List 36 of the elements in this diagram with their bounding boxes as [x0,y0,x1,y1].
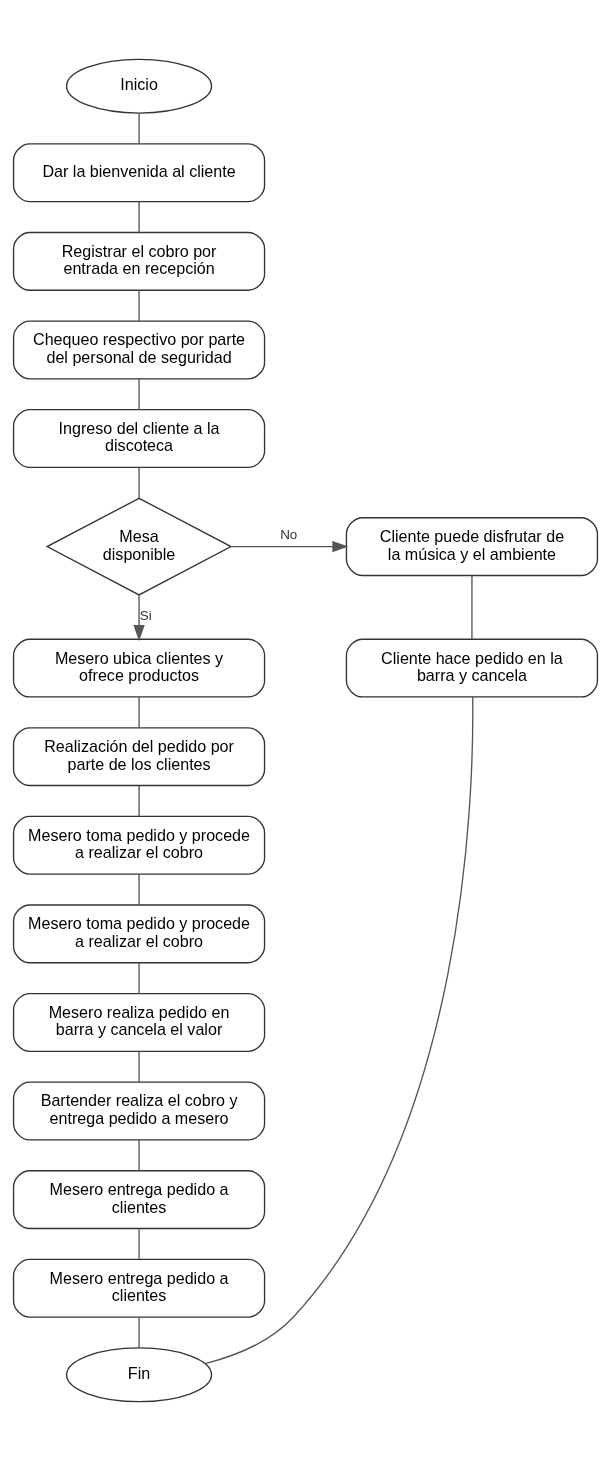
node-box: Bartender realiza el cobro y entrega pedido a mesero [12,1081,266,1141]
node-box: Ingreso del cliente a la discoteca [12,408,266,468]
edge-label: Si [139,607,152,623]
node-diamond: Mesa disponible [45,497,233,596]
edge-label: No [280,526,298,542]
node-ellipse: Inicio [65,58,213,114]
connector [138,466,140,499]
connector [138,289,140,322]
connector [138,961,140,994]
node-box: Mesero toma pedido y procede a realizar el cobro [12,903,266,963]
connector [138,112,140,144]
node-box: Cliente hace pedido en la barra y cancela [345,638,599,698]
node-box: Mesero ubica clientes y ofrece productos [12,638,266,698]
node-box: Mesero realiza pedido en barra y cancela el valor [12,992,266,1052]
arrow [230,540,349,552]
node-box: Mesero toma pedido y procede a realizar el cobro [12,815,266,875]
connector [138,1227,140,1260]
node-box: Cliente puede disfrutar de la música y el ambiente [345,516,599,576]
connector [138,1138,140,1171]
node-ellipse: Fin [65,1346,213,1402]
node-box: Dar la bienvenida al cliente [12,142,266,202]
node-box: Mesero entrega pedido a clientes [12,1169,266,1229]
connector [138,873,140,906]
connector [138,377,140,410]
node-box: Mesero entrega pedido a clientes [12,1258,266,1318]
node-box: Registrar el cobro por entrada en recepción [12,231,266,291]
connector [138,200,140,233]
node-box: Realización del pedido por parte de los clientes [12,726,266,786]
node-box: Chequeo respectivo por parte del personal de seguridad [12,319,266,379]
arrow [133,594,145,641]
connector [204,695,474,1364]
connector [138,784,140,817]
connector [471,574,473,640]
connector [138,695,140,728]
connector [138,1316,140,1348]
connector [138,1050,140,1083]
